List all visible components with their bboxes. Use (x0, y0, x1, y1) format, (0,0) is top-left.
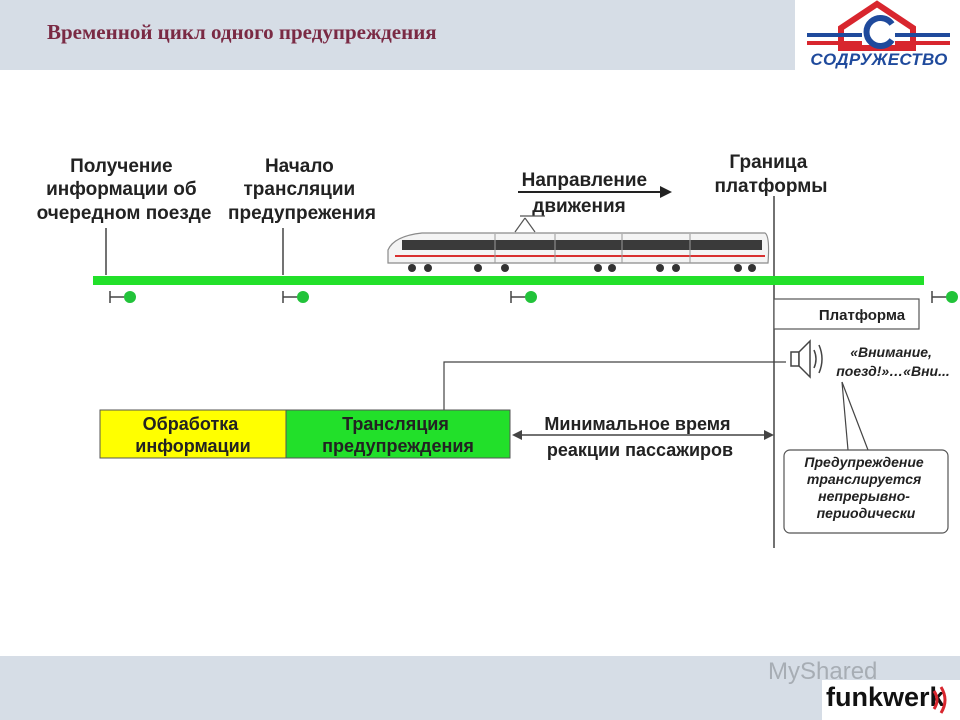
announcement-line-1: «Внимание, (850, 344, 932, 360)
platform-label: Платформа (819, 307, 906, 324)
callout-pointer (841, 381, 869, 451)
processing-line-2: информации (135, 436, 251, 456)
broadcasting-label: Трансляция предупреждения (322, 414, 474, 456)
page-title: Временной цикл одного предупреждения (47, 20, 437, 44)
arrow-right-icon (764, 430, 774, 440)
broadcasting-line-2: предупреждения (322, 436, 474, 456)
speaker-icon (790, 339, 823, 379)
signal-waves-icon (932, 686, 947, 714)
direction-label: Направление движения (522, 170, 653, 217)
platform-edge-label: Граница платформы (714, 152, 827, 197)
signal-icon (109, 291, 136, 303)
announcement-line-2: поезд!»…«Вни... (836, 363, 950, 379)
broadcast-start-line-2: трансляции (244, 179, 356, 200)
header-bar (0, 0, 795, 70)
callout-line-2: транслируется (807, 471, 921, 487)
platform-box (773, 298, 920, 330)
broadcasting-line-1: Трансляция (342, 414, 449, 434)
receive-info-line-2: информации об (46, 179, 197, 200)
callout-line-3: непрерывно- (818, 488, 910, 504)
broadcasting-block (285, 409, 511, 459)
connector-line (443, 361, 786, 410)
callout-line-4: периодически (817, 505, 916, 521)
signal-icon (282, 291, 309, 303)
processing-label: Обработка информации (135, 414, 251, 456)
broadcast-start-line-1: Начало (265, 156, 334, 177)
platform-edge-line-2: платформы (714, 176, 827, 197)
processing-block (99, 409, 287, 459)
train-icon (387, 215, 770, 272)
track-line (93, 276, 924, 285)
callout-line-1: Предупреждение (804, 454, 923, 470)
brand-logo: funkwerk (822, 680, 960, 720)
min-reaction-label: Минимальное время реакции пассажиров (544, 414, 735, 460)
callout-text: Предупреждение транслируется непрерывно-… (804, 454, 927, 521)
logo: СОДРУЖЕСТВО (795, 0, 960, 75)
direction-line-2: движения (532, 196, 625, 217)
house-c-logo-icon (807, 0, 950, 51)
direction-arrow-icon (660, 186, 672, 198)
footer-bar (0, 656, 960, 720)
min-reaction-line-2: реакции пассажиров (547, 440, 733, 460)
processing-line-1: Обработка (143, 414, 240, 434)
callout-box (783, 449, 949, 534)
signal-icon (931, 291, 958, 303)
brand-text: funkwerk (826, 682, 945, 712)
signal-icon (510, 291, 537, 303)
receive-info-line-3: очередном поезде (37, 203, 212, 224)
receive-info-label: Получение информации об очередном поезде (37, 156, 212, 224)
logo-text: СОДРУЖЕСТВО (810, 50, 948, 69)
platform-edge-line-1: Граница (729, 152, 807, 173)
arrow-left-icon (512, 430, 522, 440)
min-reaction-line-1: Минимальное время (544, 414, 730, 434)
direction-line-1: Направление (522, 170, 647, 191)
broadcast-start-label: Начало трансляции предупрежения (228, 156, 376, 224)
receive-info-line-1: Получение (70, 156, 173, 177)
broadcast-start-line-3: предупрежения (228, 203, 376, 224)
announcement-text: «Внимание, поезд!»…«Вни... (836, 344, 950, 379)
